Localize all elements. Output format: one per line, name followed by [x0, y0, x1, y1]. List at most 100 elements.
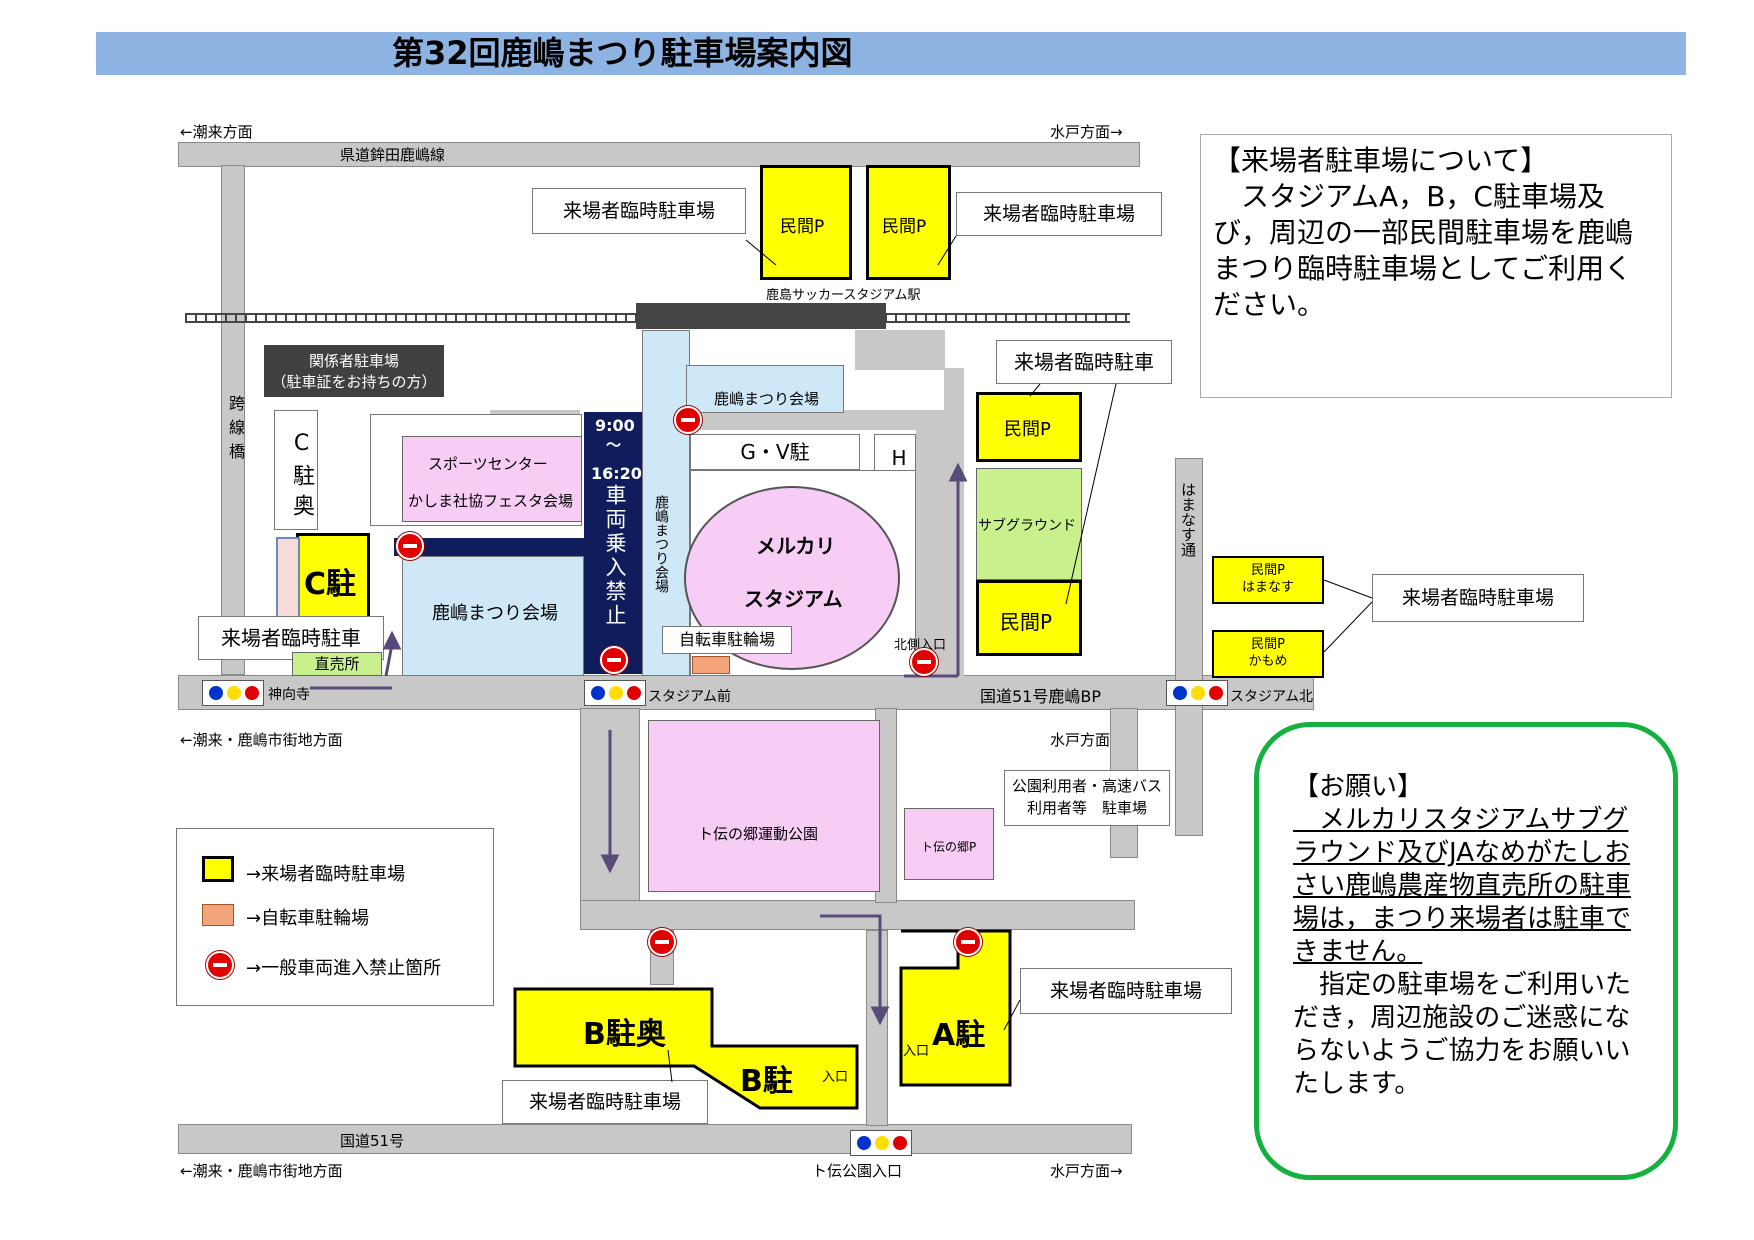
page-title: 第32回鹿嶋まつり駐車場案内図 — [392, 34, 853, 72]
sports-center — [402, 436, 582, 522]
sub-ground — [976, 468, 1082, 580]
notice-visitor-parking: 【来場者駐車場について】 スタジアムA，B，C駐車場及び，周辺の一部民間駐車場を… — [1200, 134, 1672, 398]
a-parking-label: A駐 — [932, 1018, 986, 1053]
road-hamanasu — [1175, 458, 1203, 836]
no-entry-marker-a — [954, 928, 982, 956]
legend-no-entry-icon — [206, 951, 234, 979]
title-bar — [96, 32, 1686, 75]
signal-stadium-mae-label: スタジアム前 — [648, 689, 732, 705]
road-prefectural-label: 県道鉾田鹿嶋線 — [340, 146, 446, 164]
signal-bokuden-label: ト伝公園入口 — [812, 1162, 903, 1180]
private-p-kamome: 民間P かもめ — [1212, 630, 1324, 678]
private-p-top-1 — [760, 165, 852, 280]
private-p-top-2-label: 民間P — [882, 217, 927, 237]
private-p-right-2 — [976, 580, 1082, 656]
a-entrance-label: 入口 — [903, 1044, 930, 1059]
signal-jinkoji-label: 神向寺 — [268, 687, 310, 703]
private-p-right-2-label: 民間P — [1000, 610, 1053, 634]
fes-venue-label: かしま社協フェスタ会場 — [408, 492, 574, 510]
road-stadium-top — [668, 410, 948, 430]
kankeisha-parking-callout: 関係者駐車場 （駐車証をお持ちの方） — [264, 345, 444, 397]
stadium-label-1: メルカリ — [756, 534, 836, 558]
direction-mito-bottom: 水戸方面→ — [1050, 1162, 1123, 1180]
private-p-right-1-label: 民間P — [1004, 419, 1051, 440]
signal-stadium-kita-icon — [1166, 680, 1228, 706]
festival-venue-top — [686, 365, 844, 413]
legend-bicycle-swatch — [202, 904, 234, 926]
notice-request-underlined: メルカリスタジアムサブグラウンド及びJAなめがたしおさい鹿嶋農産物直売所の駐車場… — [1293, 805, 1632, 967]
bicycle-parking — [692, 656, 730, 674]
private-p-hamanasu: 民間P はまなす — [1212, 556, 1324, 604]
notice-visitor-parking-heading: 【来場者駐車場について】 — [1213, 144, 1549, 177]
b-entrance-label: 入口 — [822, 1070, 849, 1085]
gv-parking: G・V駐 — [690, 434, 860, 470]
direction-itako-bottom: ←潮来・鹿嶋市街地方面 — [180, 1162, 343, 1180]
closure-tilde: ～ — [606, 436, 622, 454]
notice-request-heading: 【お願い】 — [1293, 772, 1424, 802]
notice-request-body: 指定の駐車場をご利用いただき，周辺施設のご迷惑にならないようご協力をお願いいたし… — [1293, 970, 1632, 1099]
road-stadium-east — [916, 410, 944, 678]
road-r51bp-label: 国道51号鹿嶋BP — [980, 687, 1101, 706]
c-oku-parking: C駐奥 — [274, 410, 318, 530]
callout-temp-parking-a: 来場者臨時駐車場 — [1020, 968, 1232, 1014]
chokubaisho: 直売所 — [292, 652, 382, 676]
no-entry-marker-stadium-mae — [600, 646, 628, 674]
private-p-top-2 — [866, 165, 951, 280]
sports-center-label: スポーツセンター — [428, 455, 548, 473]
signal-bokuden-icon — [850, 1130, 912, 1156]
bokuden-p-label: ト伝の郷P — [921, 840, 977, 854]
callout-temp-parking-top-right: 来場者臨時駐車場 — [956, 192, 1162, 236]
sub-ground-label: サブグラウンド — [978, 518, 1076, 534]
signal-stadium-kita-label: スタジアム北 — [1230, 689, 1314, 705]
road-hamanasu-label: はまなす通 — [1179, 482, 1197, 557]
road-a-link — [866, 930, 888, 1126]
notice-visitor-parking-body: スタジアムA，B，C駐車場及び，周辺の一部民間駐車場を鹿嶋まつり臨時駐車場として… — [1213, 180, 1634, 321]
north-entrance-label: 北側入口 — [894, 638, 947, 653]
road-r51-label: 国道51号 — [340, 1132, 405, 1150]
legend-bicycle-label: →自転車駐輪場 — [246, 908, 370, 929]
bokuden-p — [904, 808, 994, 880]
bokuden-park-label: ト伝の郷運動公園 — [698, 825, 819, 843]
callout-temp-parking-b: 来場者臨時駐車場 — [502, 1080, 708, 1124]
closure-end: 16:20 — [591, 464, 642, 483]
road-bridge — [221, 165, 245, 675]
park-users-callout: 公園利用者・高速バス利用者等 駐車場 — [1004, 770, 1170, 826]
callout-temp-parking-top-left: 来場者臨時駐車場 — [532, 188, 746, 234]
no-entry-marker-north — [910, 648, 938, 676]
signal-jinkoji-icon — [202, 680, 264, 706]
signal-stadium-mae-icon — [584, 680, 646, 706]
festival-venue-strip — [642, 330, 690, 676]
c-parking-entrance-strip — [276, 537, 300, 629]
bicycle-callout: 自転車駐輪場 — [662, 626, 792, 654]
no-entry-marker-b — [648, 928, 676, 956]
notice-request: 【お願い】 メルカリスタジアムサブグラウンド及びJAなめがたしおさい鹿嶋農産物直… — [1254, 722, 1678, 1180]
closure-start: 9:00 — [595, 416, 635, 435]
festival-venue-main-label: 鹿嶋まつり会場 — [432, 603, 558, 624]
direction-mito-top: 水戸方面→ — [1050, 123, 1123, 141]
closure-text: 車両乗入禁止 — [603, 484, 627, 628]
festival-venue-strip-label: 鹿嶋まつり会場 — [653, 495, 669, 593]
callout-temp-parking-c: 来場者臨時駐車 — [198, 616, 384, 660]
legend-visitor-swatch — [202, 856, 234, 882]
c-parking-label: C駐 — [304, 567, 357, 602]
direction-itako-mid: ←潮来・鹿嶋市街地方面 — [180, 731, 343, 749]
closed-road — [584, 412, 642, 674]
b-oku-label: B駐奥 — [583, 1017, 666, 1052]
no-entry-marker-c — [396, 532, 424, 560]
legend-no-entry-label: →一般車両進入禁止箇所 — [246, 958, 442, 979]
station-building — [636, 303, 886, 329]
direction-itako-top: ←潮来方面 — [180, 123, 253, 141]
road-prefectural — [178, 142, 1140, 167]
festival-venue-top-label: 鹿嶋まつり会場 — [714, 390, 820, 408]
road-r51bp — [178, 675, 1314, 710]
stadium-label-2: スタジアム — [744, 587, 843, 611]
road-r51 — [178, 1124, 1132, 1154]
bokuden-park — [648, 720, 880, 892]
no-entry-marker-top — [674, 406, 702, 434]
road-bridge-label: 跨線橋 — [226, 395, 245, 467]
private-p-right-1 — [976, 392, 1082, 462]
c-parking — [296, 533, 370, 631]
navy-road-horizontal — [394, 538, 584, 556]
direction-mito-mid: 水戸方面→ — [1050, 731, 1123, 749]
